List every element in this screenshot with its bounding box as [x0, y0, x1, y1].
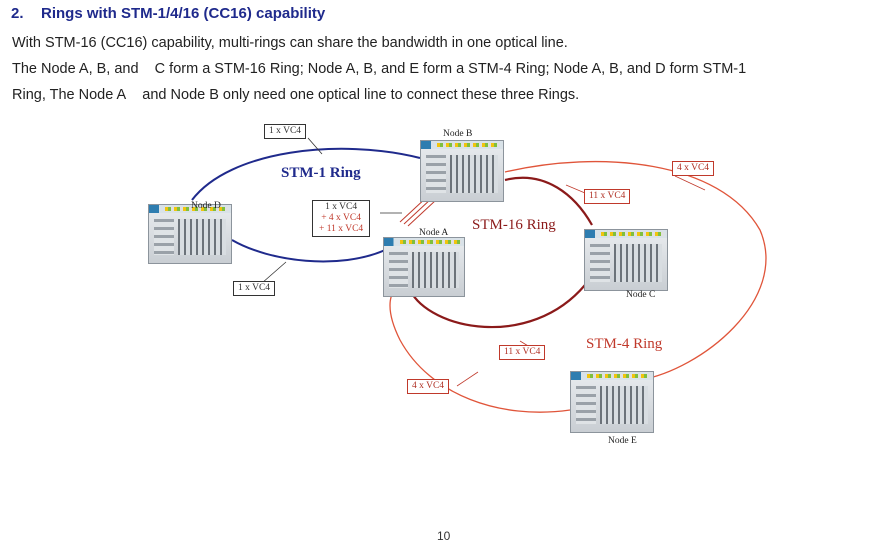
- stm4-ring-label: STM-4 Ring: [586, 336, 663, 352]
- stm1-ring-label: STM-1 Ring: [281, 165, 361, 181]
- node-d-label: Node D: [191, 201, 221, 211]
- node-a-label: Node A: [419, 228, 449, 238]
- callout-shared-line3: + 11 x VC4: [319, 224, 364, 234]
- callout-stm4-bottom: 4 x VC4: [407, 379, 450, 394]
- section-number: 2.: [11, 5, 24, 22]
- node-e-device: [570, 371, 654, 433]
- stm16-ring-line-lower: [409, 284, 586, 329]
- node-e-label: Node E: [608, 436, 637, 446]
- node-d-device: [148, 204, 232, 264]
- paragraph-1: With STM-16 (CC16) capability, multi-rin…: [12, 35, 568, 51]
- callout-stm1-bottom: 1 x VC4: [233, 281, 276, 296]
- callout-stm16-bottom: 11 x VC4: [499, 345, 546, 360]
- stm4-ring-line: [389, 161, 767, 413]
- callout-leaders: [261, 137, 402, 284]
- stm1-ring-line-lower: [231, 239, 386, 263]
- callout-stm16-top: 11 x VC4: [584, 189, 631, 204]
- node-c-device: [584, 229, 668, 291]
- callout-stm1-top: 1 x VC4: [264, 124, 307, 139]
- node-c-label: Node C: [626, 290, 656, 300]
- page-number: 10: [437, 529, 451, 543]
- node-b-device: [420, 140, 504, 202]
- node-a-device: [383, 237, 465, 297]
- section-title: Rings with STM-1/4/16 (CC16) capability: [41, 5, 326, 22]
- node-b-label: Node B: [443, 129, 473, 139]
- paragraph-2: The Node A, B, and C form a STM-16 Ring;…: [12, 61, 747, 77]
- section-heading: 2. Rings with STM-1/4/16 (CC16) capabilit…: [11, 5, 325, 22]
- callout-stm4-right: 4 x VC4: [672, 161, 715, 176]
- callout-shared-line1: 1 x VC4: [325, 202, 358, 212]
- callout-shared-line2: + 4 x VC4: [321, 213, 361, 223]
- stm1-ring-line: [191, 147, 421, 201]
- stm16-ring-label: STM-16 Ring: [472, 217, 556, 233]
- callout-shared-bandwidth: 1 x VC4 + 4 x VC4 + 11 x VC4: [312, 200, 371, 237]
- stm16-ring-line: [504, 176, 593, 226]
- paragraph-3: Ring, The Node A and Node B only need on…: [12, 87, 580, 103]
